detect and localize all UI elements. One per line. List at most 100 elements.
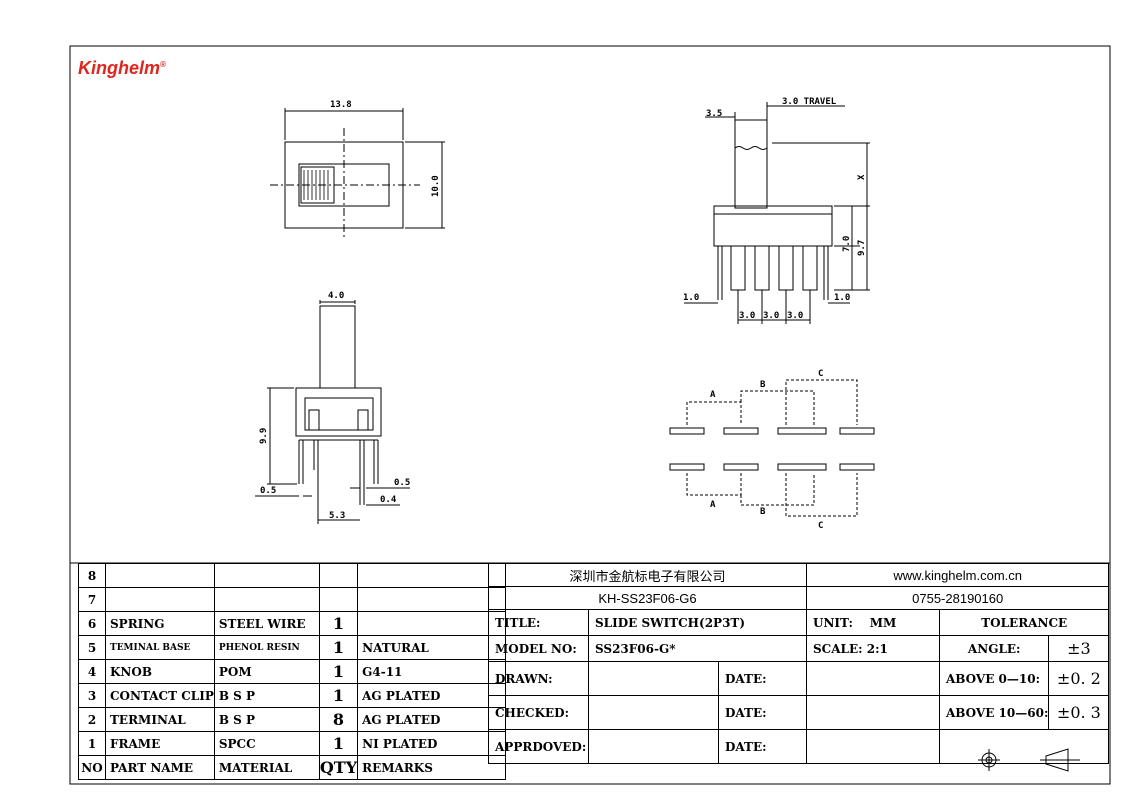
bom-part: CONTACT CLIP [105,683,215,708]
drawn-date-value [806,661,940,696]
dim-side-x: X [857,174,867,180]
top-view [270,108,445,240]
bom-no: 6 [78,611,106,636]
bom-qty: 1 [318,731,359,756]
unit: UNIT: MM [806,609,940,636]
circuit-label-c-top: C [818,369,823,379]
dim-side-knob: 3.5 [706,109,722,119]
circuit-label-a-top: A [710,390,716,400]
dim-side-pitch-2: 3.0 [763,311,779,321]
bom-row: 8 [78,563,507,588]
bom-part: KNOB [105,659,215,684]
bom-remarks [357,587,507,612]
bom-part: SPRING [105,611,215,636]
circuit-label-a-bot: A [710,500,716,510]
bom-material: PHENOL RESIN [213,635,320,660]
bom-no: 8 [78,563,106,588]
circuit-label-b-bot: B [760,507,766,517]
bom-qty [318,587,359,612]
side-view [684,102,870,324]
bom-qty: 1 [318,635,359,660]
angle-value: ±3 [1048,635,1110,662]
bom-part [105,587,215,612]
bom-no: 2 [78,707,106,732]
dim-side-pitch-3: 3.0 [787,311,803,321]
bom-no: 7 [78,587,106,612]
bom-remarks: NI PLATED [357,731,507,756]
dim-front-pitch: 5.3 [329,511,345,521]
bom-row: 7 [78,587,507,612]
kinghelm-logo: Kinghelm® [78,58,166,78]
bom-qty: 8 [318,707,359,732]
part-number: KH-SS23F06-G6 [488,586,807,610]
circuit-diagram [669,379,875,517]
drawn-value [588,661,719,696]
bom-material: STEEL WIRE [213,611,320,636]
checked-value [588,695,719,730]
approved-label: APPRDOVED: [488,729,589,764]
bom-qty: 1 [318,659,359,684]
above1-value: ±0. 2 [1048,661,1110,696]
bom-material [213,563,320,588]
scale: SCALE: 2:1 [806,635,940,662]
bom-material [213,587,320,612]
bom-part: TEMINAL BASE [105,635,215,660]
bom-qty: 1 [318,611,359,636]
bom-remarks: REMARKS [357,755,507,780]
website: www.kinghelm.com.cn [805,563,1110,587]
bom-part: PART NAME [105,755,215,780]
dim-side-left: 1.0 [683,293,699,303]
dim-side-97: 9.7 [857,240,867,256]
bom-material: B S P [213,683,320,708]
model-value: SS23F06-G* [588,635,807,662]
bom-no: 1 [78,731,106,756]
circuit-label-b-top: B [760,380,766,390]
bom-qty: 1 [318,683,359,708]
model-label: MODEL NO: [488,635,589,662]
circuit-label-c-bot: C [818,521,823,531]
bom-no: NO [78,755,106,780]
above2-label: ABOVE 10—60: [938,695,1050,730]
checked-date-label: DATE: [718,695,807,730]
bom-remarks: AG PLATED [357,683,507,708]
bom-material: POM [213,659,320,684]
bom-material: B S P [213,707,320,732]
dim-front-pin-right: 0.5 [394,478,410,488]
dim-top-height: 10.0 [431,175,441,197]
bom-remarks: AG PLATED [357,707,507,732]
projection-cell [938,729,1110,764]
bom-part: TERMINAL [105,707,215,732]
bom-no: 5 [78,635,106,660]
dim-front-pin-thick: 0.4 [380,495,397,505]
bom-no: 3 [78,683,106,708]
above2-value: ±0. 3 [1048,695,1110,730]
approved-value [588,729,719,764]
drawn-label: DRAWN: [488,661,589,696]
approved-date-value [806,729,940,764]
dim-side-7: 7.0 [842,236,852,252]
tolerance-heading: TOLERANCE [938,609,1110,636]
title-value: SLIDE SWITCH(2P3T) [588,609,807,636]
title-block: 深圳市金航标电子有限公司 www.kinghelm.com.cn KH-SS23… [488,563,1110,764]
bom-remarks [357,611,507,636]
bom-no: 4 [78,659,106,684]
dim-side-right: 1.0 [834,293,850,303]
above1-label: ABOVE 0—10: [938,661,1050,696]
approved-date-label: DATE: [718,729,807,764]
phone: 0755-28190160 [805,586,1110,610]
sheet-border [69,45,1111,785]
front-view [255,300,410,524]
bom-remarks: G4-11 [357,659,507,684]
bom-qty [318,563,359,588]
dim-front-knob: 4.0 [328,291,344,301]
bom-remarks [357,563,507,588]
drawn-date-label: DATE: [718,661,807,696]
checked-label: CHECKED: [488,695,589,730]
